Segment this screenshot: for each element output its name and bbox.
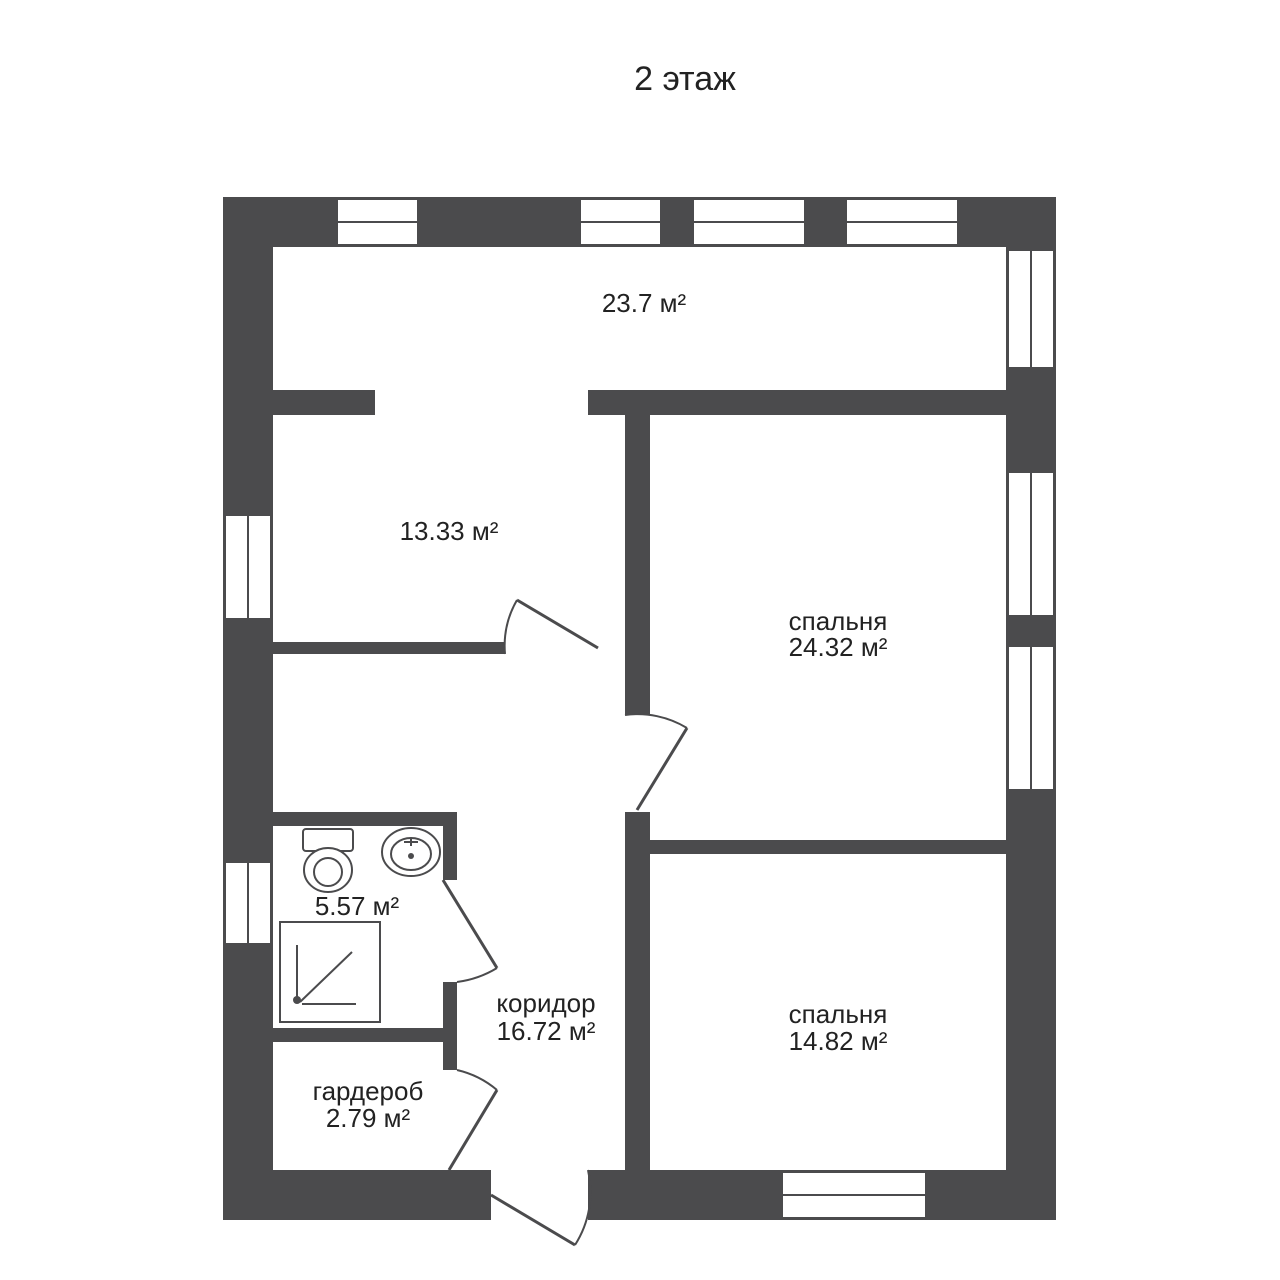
door-entrance [490, 1169, 592, 1247]
window-left-1 [224, 514, 272, 620]
window-top-2 [579, 198, 662, 246]
interior-walls [273, 390, 1006, 1170]
room-area-bathroom: 5.57 м² [315, 891, 400, 921]
window-right-2 [1007, 471, 1055, 617]
room-area-bedroom-2: 14.82 м² [789, 1026, 888, 1056]
room-name-wardrobe: гардероб [313, 1076, 424, 1106]
room-area-corridor: 16.72 м² [497, 1016, 596, 1046]
door-room-left [503, 598, 599, 655]
room-name-bedroom-1: спальня [789, 606, 888, 636]
door-wardrobe [447, 1069, 499, 1171]
window-top-3 [692, 198, 806, 246]
sink-icon [381, 827, 441, 877]
shower-icon [279, 921, 381, 1023]
floor-title: 2 этаж [634, 60, 736, 98]
room-area-left: 13.33 м² [400, 516, 499, 546]
room-area-wardrobe: 2.79 м² [326, 1103, 411, 1133]
toilet-icon [302, 828, 354, 893]
room-area-top-hall: 23.7 м² [602, 288, 687, 318]
door-bathroom [441, 879, 499, 983]
room-name-bedroom-2: спальня [789, 999, 888, 1029]
window-left-2 [224, 861, 272, 945]
window-top-1 [336, 198, 419, 246]
window-right-3 [1007, 645, 1055, 791]
room-area-bedroom-1: 24.32 м² [789, 632, 888, 662]
room-name-corridor: коридор [496, 988, 595, 1018]
window-top-4 [845, 198, 959, 246]
window-bottom-1 [781, 1171, 927, 1219]
door-bedroom-1 [624, 713, 689, 811]
window-right-1 [1007, 249, 1055, 369]
